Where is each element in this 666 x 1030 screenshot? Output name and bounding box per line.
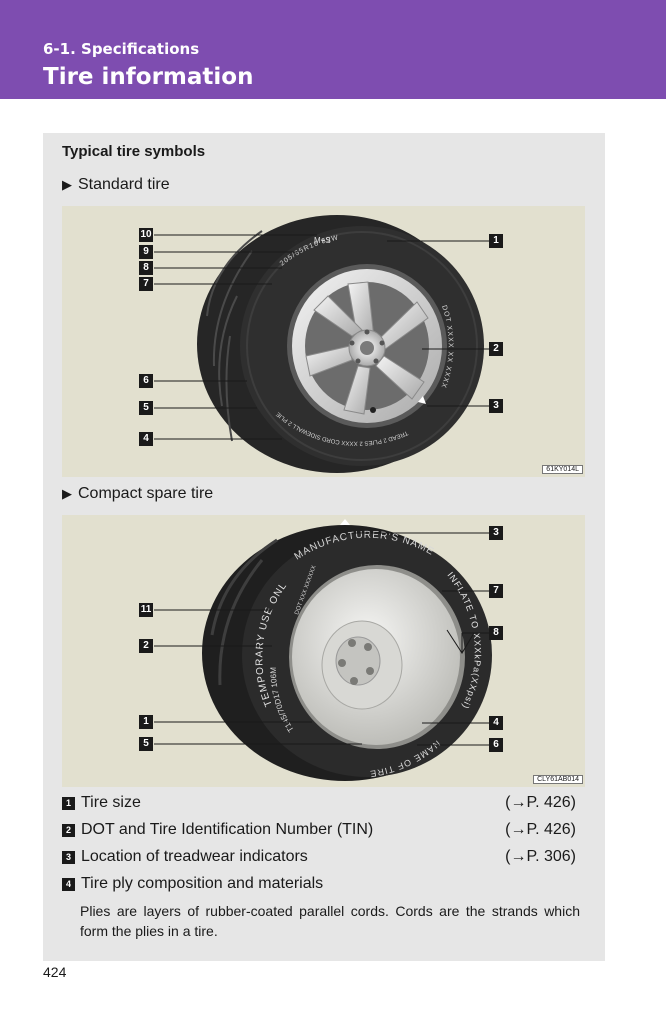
standard-tire-illustration: 205/55R16 89W DOT XXXX XX XXXX TREAD 2 P… [62,206,490,473]
item-label: Tire ply composition and materials [81,875,324,892]
standard-callout-9: 9 [139,245,153,259]
ply-description: Plies are layers of rubber-coated parall… [80,903,580,939]
spare-callout-2: 2 [139,639,153,653]
spare-tire-illustration: MANUFACTURER'S NAME TEMPORARY USE ONLY T… [62,515,492,781]
spare-callout-1: 1 [139,715,153,729]
page-header: 6-1. Specifications Tire information [0,0,666,99]
item-label: Location of treadwear indicators [81,848,308,865]
page-reference-link[interactable]: (→P. 306) [505,848,576,865]
panel-heading: Typical tire symbols [62,143,206,160]
standard-callout-3: 3 [489,399,503,413]
triangle-right-icon: ▶ [62,177,72,192]
item-number: 4 [62,878,75,891]
spare-tire-subheading: ▶ Compact spare tire [62,485,213,503]
item-label: DOT and Tire Identification Number (TIN) [81,821,374,838]
item-number: 3 [62,851,75,864]
list-item: 1 Tire size (→P. 426) [62,793,578,813]
item-label: Tire size [81,794,141,811]
standard-callout-7: 7 [139,277,153,291]
triangle-right-icon: ▶ [62,486,72,501]
item-number: 2 [62,824,75,837]
standard-callout-8: 8 [139,261,153,275]
page-number: 424 [43,964,67,980]
standard-callout-1: 1 [489,234,503,248]
list-item: 2 DOT and Tire Identification Number (TIN… [62,820,578,840]
standard-tire-figure: 205/55R16 89W DOT XXXX XX XXXX TREAD 2 P… [62,206,585,477]
list-item: 3 Location of treadwear indicators (→P. 3… [62,847,578,867]
list-item: 4 Tire ply composition and materials [62,874,578,894]
standard-callout-4: 4 [139,432,153,446]
spare-callout-11: 11 [139,603,153,617]
standard-callout-5: 5 [139,401,153,415]
section-label: 6-1. Specifications [43,40,200,58]
standard-callout-10: 10 [139,228,153,242]
spare-callout-5: 5 [139,737,153,751]
standard-callout-6: 6 [139,374,153,388]
spare-callout-8: 8 [489,626,503,640]
sidewall-ms-text: M+S [314,236,331,245]
spare-figure-code: CLY61AB014 [533,775,583,784]
spare-tire-label: Compact spare tire [78,485,214,502]
standard-figure-code: 61KY014L [542,465,583,474]
spare-callout-7: 7 [489,584,503,598]
standard-callout-2: 2 [489,342,503,356]
standard-tire-label: Standard tire [78,176,170,193]
spare-callout-3: 3 [489,526,503,540]
page-title: Tire information [43,64,254,90]
page-reference-link[interactable]: (→P. 426) [505,794,576,811]
spare-callout-4: 4 [489,716,503,730]
spare-callout-6: 6 [489,738,503,752]
standard-tire-subheading: ▶ Standard tire [62,176,170,194]
spare-tire-figure: MANUFACTURER'S NAME TEMPORARY USE ONLY T… [62,515,585,787]
item-number: 1 [62,797,75,810]
page-reference-link[interactable]: (→P. 426) [505,821,576,838]
